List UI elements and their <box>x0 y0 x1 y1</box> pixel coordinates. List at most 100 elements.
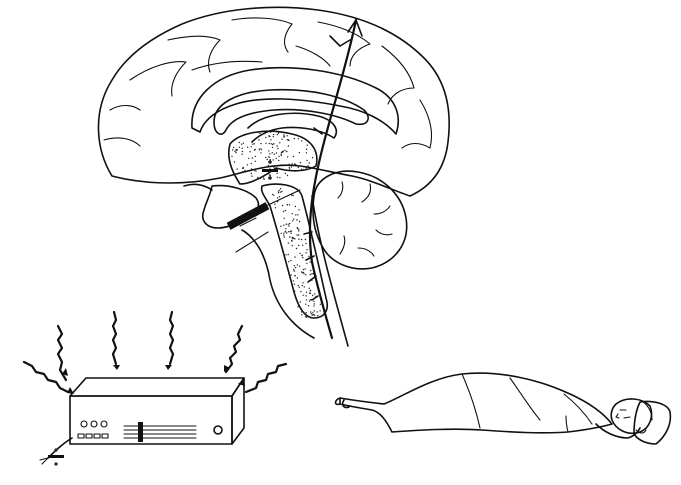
stipple-dot <box>260 143 261 144</box>
stipple-dot <box>310 270 311 271</box>
stipple-dot <box>298 138 299 139</box>
stipple-dot <box>288 231 289 232</box>
stipple-dot <box>299 266 300 267</box>
stipple-dot <box>287 156 288 157</box>
stipple-dot <box>313 305 314 306</box>
stipple-dot <box>234 151 235 152</box>
stipple-dot <box>231 156 232 157</box>
stipple-dot <box>273 195 274 196</box>
stipple-dot <box>301 314 302 315</box>
stipple-dot <box>306 149 307 150</box>
stipple-dot <box>261 149 262 150</box>
stipple-dot <box>260 152 261 153</box>
stipple-dot <box>251 173 252 174</box>
stipple-dot <box>277 197 278 198</box>
stipple-dot <box>257 177 258 178</box>
stipple-dot <box>293 269 294 270</box>
stipple-dot <box>306 263 307 264</box>
stipple-dot <box>259 133 260 134</box>
stipple-dot <box>242 148 243 149</box>
stipple-dot <box>243 143 244 144</box>
closed-eye-2 <box>624 417 630 418</box>
stipple-dot <box>286 232 287 233</box>
stipple-dot <box>310 311 311 312</box>
stipple-dot <box>303 273 304 274</box>
stipple-dot <box>289 204 290 205</box>
stipple-dot <box>292 245 293 246</box>
stipple-dot <box>283 225 284 226</box>
stipple-dot <box>281 155 282 156</box>
device-knobs <box>81 421 107 427</box>
arrow-4 <box>226 326 242 372</box>
stipple-dot <box>263 179 264 180</box>
stipple-dot <box>260 178 261 179</box>
pillow <box>634 401 670 444</box>
stipple-dot <box>294 170 295 171</box>
stipple-dot <box>305 316 306 317</box>
stipple-dot <box>284 218 285 219</box>
stipple-dot <box>268 136 269 137</box>
stipple-dot <box>241 144 242 145</box>
stipple-dot <box>241 154 242 155</box>
stipple-dot <box>239 147 240 148</box>
stipple-dot <box>251 146 252 147</box>
stipple-dot <box>299 221 300 222</box>
stipple-dot <box>242 167 243 168</box>
stipple-dot <box>274 204 275 205</box>
stipple-dot <box>272 152 273 153</box>
stipple-dot <box>306 249 307 250</box>
stipple-dot <box>272 147 273 148</box>
stipple-dot <box>294 163 295 164</box>
nose <box>616 414 619 418</box>
stipple-dot <box>312 157 313 158</box>
stipple-dot <box>269 153 270 154</box>
stipple-dot <box>273 136 274 137</box>
stipple-dot <box>313 314 314 315</box>
stipple-dot <box>265 137 266 138</box>
stipple-dot <box>305 274 306 275</box>
stipple-dot <box>289 236 290 237</box>
stipple-dot <box>305 239 306 240</box>
stipple-dot <box>278 156 279 157</box>
stipple-dot <box>306 312 307 313</box>
stipple-dot <box>254 143 255 144</box>
stipple-dot <box>279 177 280 178</box>
stipple-dot <box>286 224 287 225</box>
stipple-dot <box>265 157 266 158</box>
stipple-dot <box>302 245 303 246</box>
stipple-dot <box>301 140 302 141</box>
stipple-dot <box>282 205 283 206</box>
stipple-dot <box>278 160 279 161</box>
stipple-dot <box>294 290 295 291</box>
stipple-dot <box>292 237 293 238</box>
stipple-dot <box>279 190 280 191</box>
stipple-dot <box>280 188 281 189</box>
stipple-dot <box>293 238 294 239</box>
stipple-dot <box>277 177 278 178</box>
spinal-cord-outline <box>242 230 314 338</box>
stipple-dot <box>296 248 297 249</box>
stipple-dot <box>312 312 313 313</box>
device-top <box>70 378 244 396</box>
stipple-dot <box>291 231 292 232</box>
pointer-line <box>236 232 268 252</box>
stipple-dot <box>312 314 313 315</box>
stipple-dot <box>288 140 289 141</box>
stipple-dot <box>264 133 265 134</box>
stipple-dot <box>273 166 274 167</box>
stipple-dot <box>280 191 281 192</box>
stipple-dot <box>320 304 321 305</box>
stipple-dot <box>281 139 282 140</box>
stipple-dot <box>291 194 292 195</box>
stipple-dot <box>305 243 306 244</box>
stipple-dot <box>290 260 291 261</box>
stipple-dot <box>298 239 299 240</box>
stipple-dot <box>299 287 300 288</box>
stipple-dot <box>298 167 299 168</box>
stipple-dot <box>283 151 284 152</box>
stipple-dot <box>307 165 308 166</box>
stipple-dot <box>309 288 310 289</box>
stipple-dot <box>252 157 253 158</box>
stipple-dot <box>288 261 289 262</box>
